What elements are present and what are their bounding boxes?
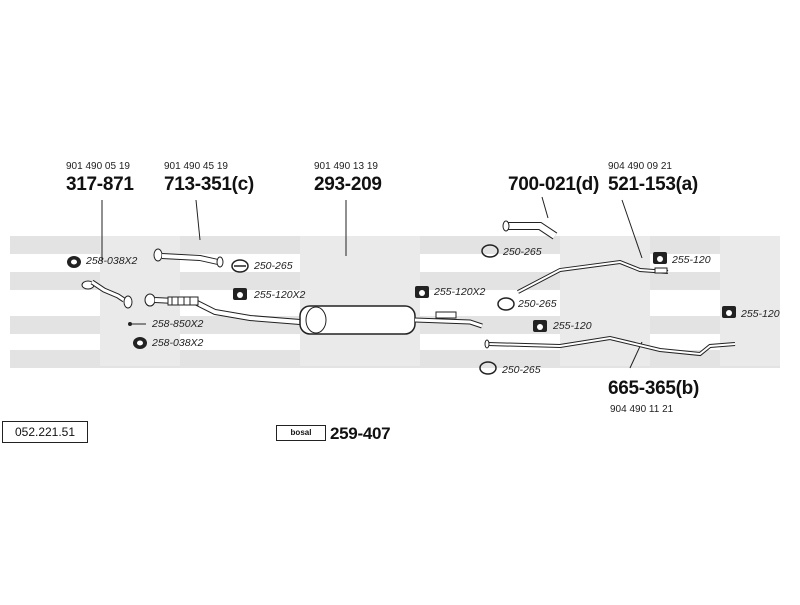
end-piece-number: 700-021(d)	[508, 174, 599, 195]
mount-mid-label: 255-120X2	[434, 286, 486, 298]
bosal-logo: bosal	[276, 425, 326, 441]
catalog-number: 052.221.51	[2, 421, 88, 443]
mount-tail-mid-label: 255-120	[553, 320, 592, 332]
mount-front-label: 255-120X2	[254, 289, 306, 301]
silencer-oem: 901 490 13 19	[314, 161, 378, 172]
bolt-label: 258-850X2	[152, 318, 204, 330]
clamp-lower-label: 250-265	[502, 364, 541, 376]
silencer-drawing	[299, 305, 483, 335]
gasket-top-label: 258-038X2	[86, 255, 138, 267]
mount-tail-mid-icon	[533, 320, 547, 332]
gasket-bottom-icon	[133, 337, 147, 349]
tail-pipe-b-oem: 904 490 11 21	[610, 404, 674, 415]
tail-pipe-b-number: 665-365(b)	[608, 378, 699, 399]
front-pipe-drawing	[81, 279, 301, 325]
mount-mid-icon	[415, 286, 429, 298]
mount-front-icon	[233, 288, 247, 300]
front-pipe-oem: 901 490 05 19	[66, 161, 130, 172]
bolt-icon	[128, 322, 146, 326]
gasket-top-icon	[67, 256, 81, 268]
tail-pipe-a-oem: 904 490 09 21	[608, 161, 672, 172]
clamp-upper-label: 250-265	[503, 246, 542, 258]
clamp-front-icon	[231, 259, 249, 273]
mount-tail-right-label: 255-120	[741, 308, 780, 320]
tail-pipe-b-drawing	[484, 335, 736, 357]
clamp-front-label: 250-265	[254, 260, 293, 272]
end-piece-drawing	[502, 220, 558, 240]
tail-pipe-a-number: 521-153(a)	[608, 174, 698, 195]
tail-pipe-a-drawing	[517, 259, 669, 294]
clamp-upper-icon	[481, 244, 499, 258]
clamp-mid-label: 250-265	[518, 298, 557, 310]
front-pipe-number: 317-871	[66, 174, 134, 195]
gasket-bottom-label: 258-038X2	[152, 337, 204, 349]
mount-tail-upper-icon	[653, 252, 667, 264]
silencer-number: 293-209	[314, 174, 382, 195]
intermediate-pipe-oem: 901 490 45 19	[164, 161, 228, 172]
kit-number: 259-407	[330, 424, 391, 443]
clamp-lower-icon	[479, 361, 497, 375]
intermediate-pipe-drawing	[153, 248, 224, 268]
intermediate-pipe-number: 713-351(c)	[164, 174, 254, 195]
mount-tail-right-icon	[722, 306, 736, 318]
mount-tail-upper-label: 255-120	[672, 254, 711, 266]
clamp-mid-icon	[497, 297, 515, 311]
